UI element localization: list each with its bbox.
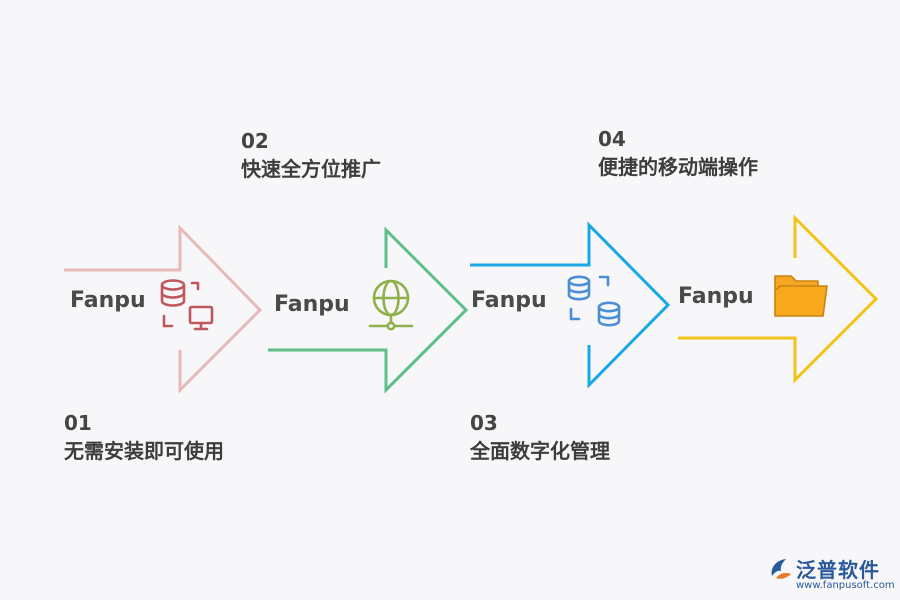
logo-name: 泛普软件	[796, 558, 880, 582]
arrow-step-2	[268, 226, 469, 394]
logo-url: www.fanpusoft.com	[796, 580, 895, 591]
brand-label-step-1: Fanpu	[70, 288, 146, 313]
brand-label-step-4: Fanpu	[678, 284, 754, 309]
brand-label-step-2: Fanpu	[274, 292, 350, 317]
globe-network-icon	[368, 279, 414, 331]
step-label-02: 快速全方位推广	[241, 157, 381, 181]
arrow-step-1	[64, 224, 263, 394]
brand-label-step-3: Fanpu	[471, 288, 547, 313]
fanpu-logo: 泛普软件 www.fanpusoft.com	[768, 552, 895, 596]
step-label-01: 无需安装即可使用	[64, 439, 224, 463]
database-sync-icon	[567, 275, 621, 327]
step-number-04: 04	[598, 127, 626, 151]
arrow-step-3	[470, 221, 671, 389]
folder-icon	[774, 275, 828, 317]
step-number-03: 03	[470, 411, 498, 435]
arrow-step-4	[678, 214, 879, 384]
step-label-04: 便捷的移动端操作	[598, 155, 758, 179]
step-number-02: 02	[241, 129, 269, 153]
database-monitor-icon	[160, 279, 214, 331]
step-label-03: 全面数字化管理	[470, 439, 610, 463]
logo-mark-icon	[771, 559, 791, 579]
step-number-01: 01	[64, 411, 92, 435]
